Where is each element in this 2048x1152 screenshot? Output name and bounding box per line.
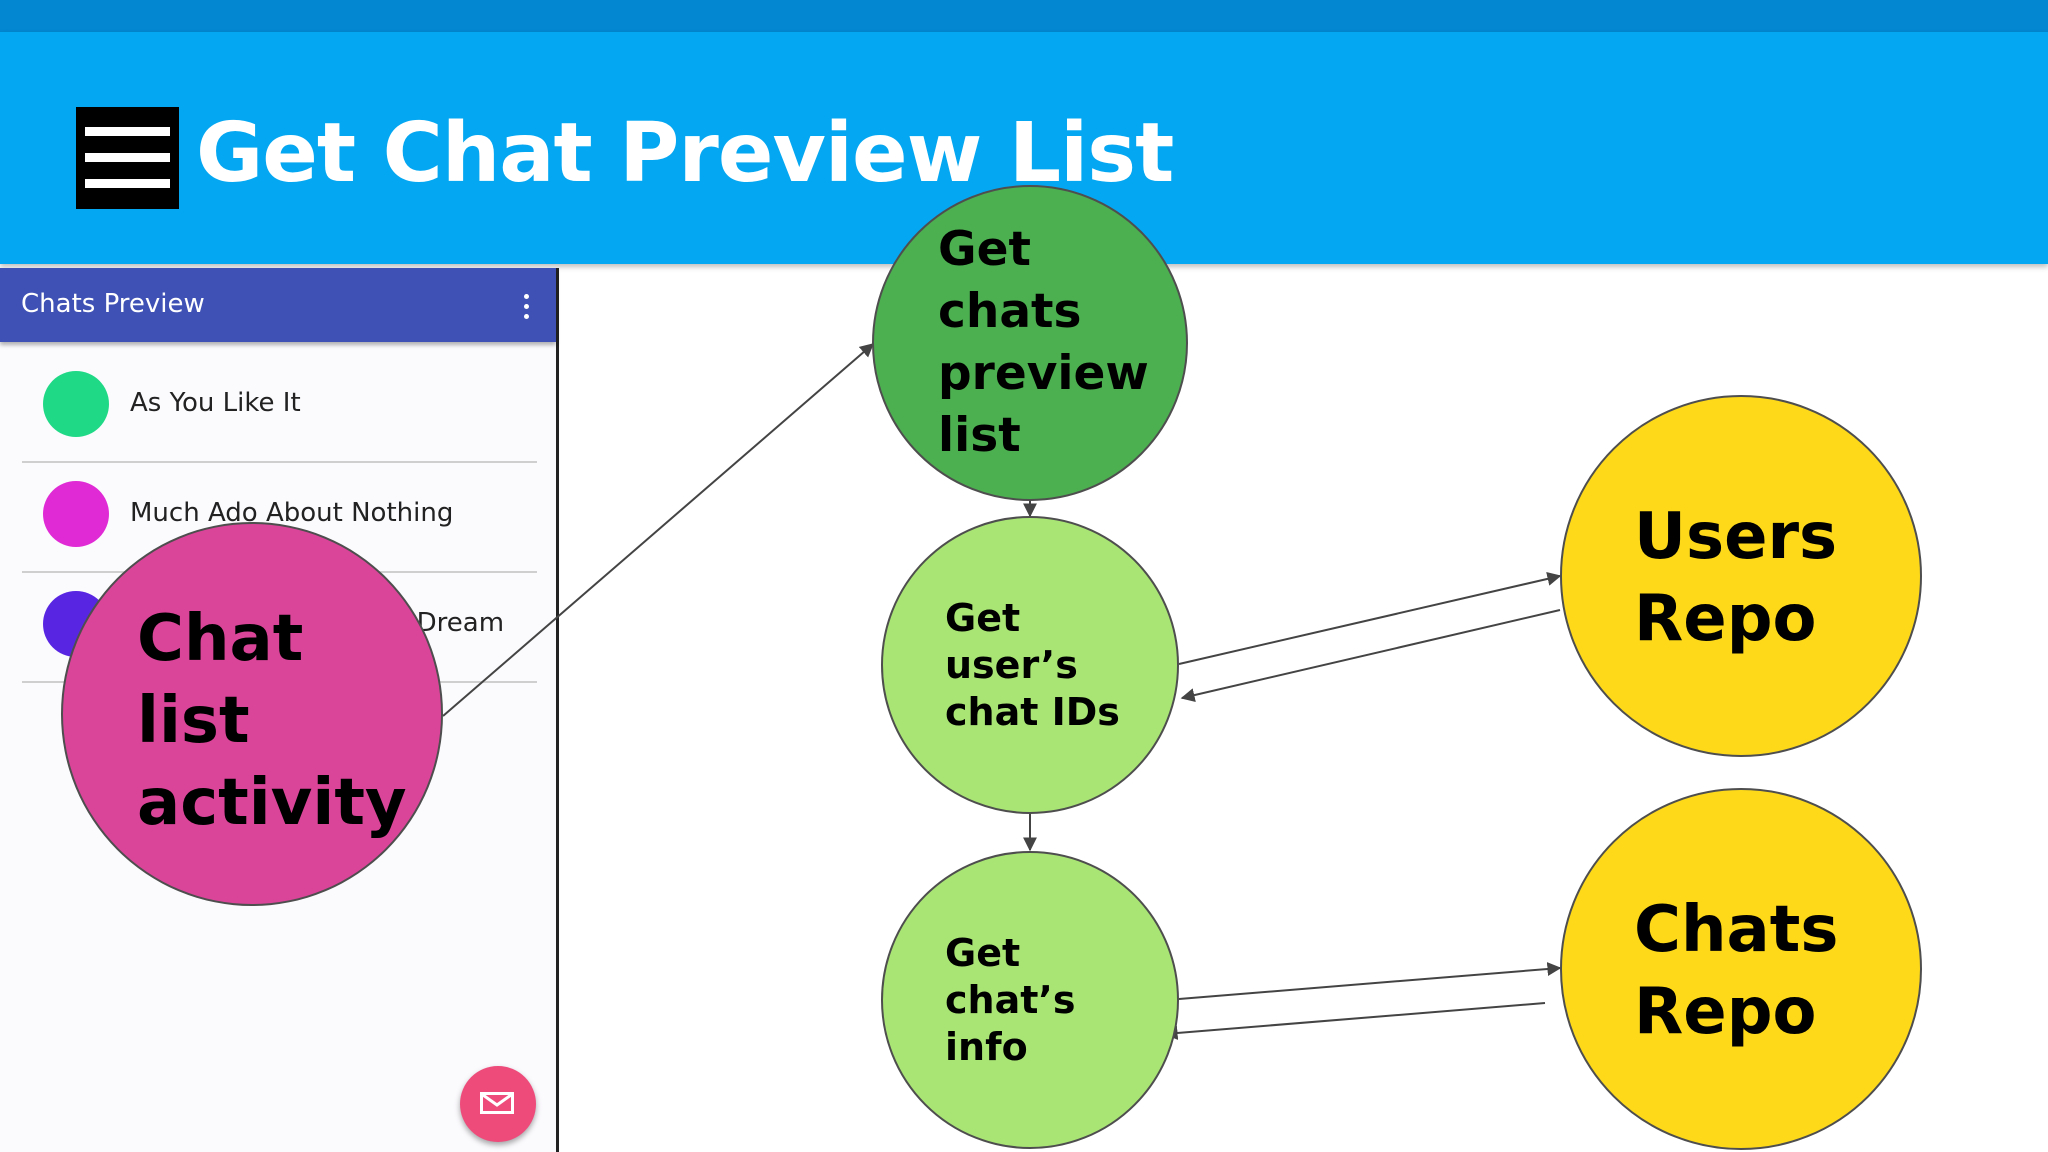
node-get-chats-preview-list-label: Get chats preview list — [938, 222, 1149, 463]
node-chat-list-activity — [61, 522, 443, 906]
node-chats-repo — [1560, 788, 1922, 1150]
arrow-info-to-chats-repo — [1178, 962, 1562, 1000]
arrow-chats-repo-to-info — [1163, 1002, 1546, 1040]
node-users-repo — [1560, 395, 1922, 757]
arrow-activity-to-preview — [442, 343, 875, 717]
chat-avatar — [43, 371, 109, 437]
arrow-ids-to-users-repo — [1178, 572, 1562, 665]
node-get-users-chat-ids — [881, 516, 1179, 814]
more-vert-icon[interactable] — [522, 294, 530, 320]
node-get-users-chat-ids-label: Get user’s chat IDs — [945, 596, 1120, 734]
chat-avatar — [43, 481, 109, 547]
top-strip — [0, 0, 2048, 32]
node-chats-repo-label: Chats Repo — [1634, 893, 1839, 1049]
envelope-icon — [480, 1092, 514, 1114]
chat-name: As You Like It — [130, 388, 301, 418]
chat-list-item[interactable]: Much Ado About Nothing — [22, 461, 537, 573]
chat-name: Much Ado About Nothing — [130, 498, 454, 528]
chat-list-item[interactable]: As You Like It — [22, 351, 537, 463]
compose-fab[interactable] — [460, 1066, 536, 1142]
arrow-users-repo-to-ids — [1180, 609, 1561, 702]
node-users-repo-label: Users Repo — [1634, 500, 1838, 656]
node-get-chats-preview-list — [872, 185, 1188, 501]
app-bar-title: Chats Preview — [21, 289, 205, 319]
node-get-chats-info — [881, 851, 1179, 1149]
app-bar: Chats Preview — [0, 268, 556, 342]
hamburger-menu-icon — [76, 107, 179, 209]
node-get-chats-info-label: Get chat’s info — [945, 931, 1076, 1069]
node-chat-list-activity-label: Chat list activity — [137, 602, 407, 840]
